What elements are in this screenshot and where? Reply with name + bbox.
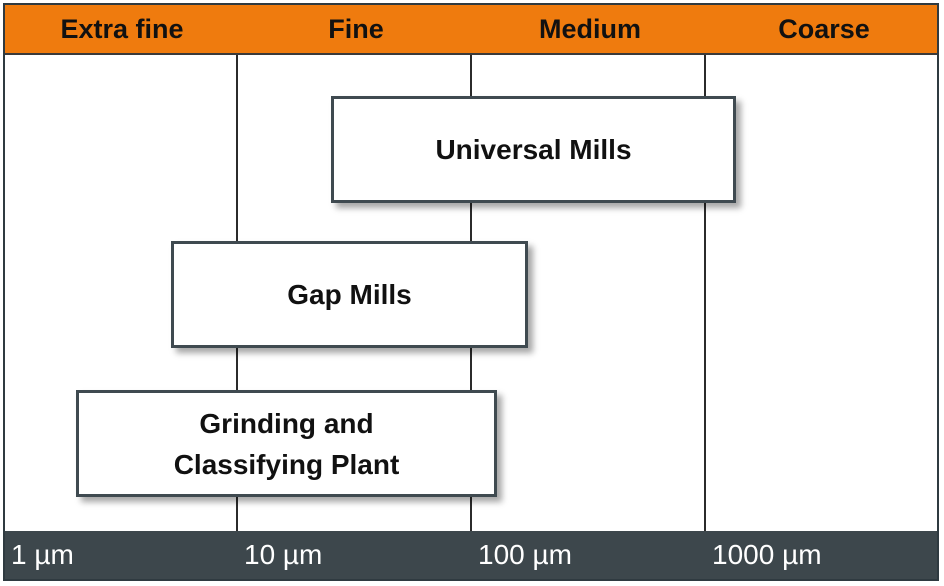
size-axis: 1 µm 10 µm 100 µm 1000 µm: [5, 531, 937, 579]
gap-mills-box: Gap Mills: [171, 241, 528, 348]
tick-1um: 1 µm: [11, 539, 74, 570]
universal-mills-box: Universal Mills: [331, 96, 736, 203]
category-header: Extra fine Fine Medium Coarse: [5, 5, 937, 55]
gap-mills-label: Gap Mills: [287, 279, 412, 310]
universal-mills-label: Universal Mills: [435, 134, 632, 165]
category-medium: Medium: [538, 14, 641, 44]
tick-1000um: 1000 µm: [712, 539, 822, 570]
grinding-classifying-plant-label: Grinding and Classifying Plant: [173, 407, 400, 480]
category-fine: Fine: [328, 14, 384, 44]
category-coarse: Coarse: [778, 14, 870, 44]
grinding-classifying-plant-box: Grinding and Classifying Plant: [76, 390, 497, 497]
category-extra-fine: Extra fine: [60, 14, 184, 44]
gridline-1000um: [704, 55, 706, 535]
tick-10um: 10 µm: [244, 539, 323, 570]
diagram-frame: Extra fine Fine Medium Coarse Universal …: [3, 3, 939, 581]
tick-100um: 100 µm: [478, 539, 572, 570]
